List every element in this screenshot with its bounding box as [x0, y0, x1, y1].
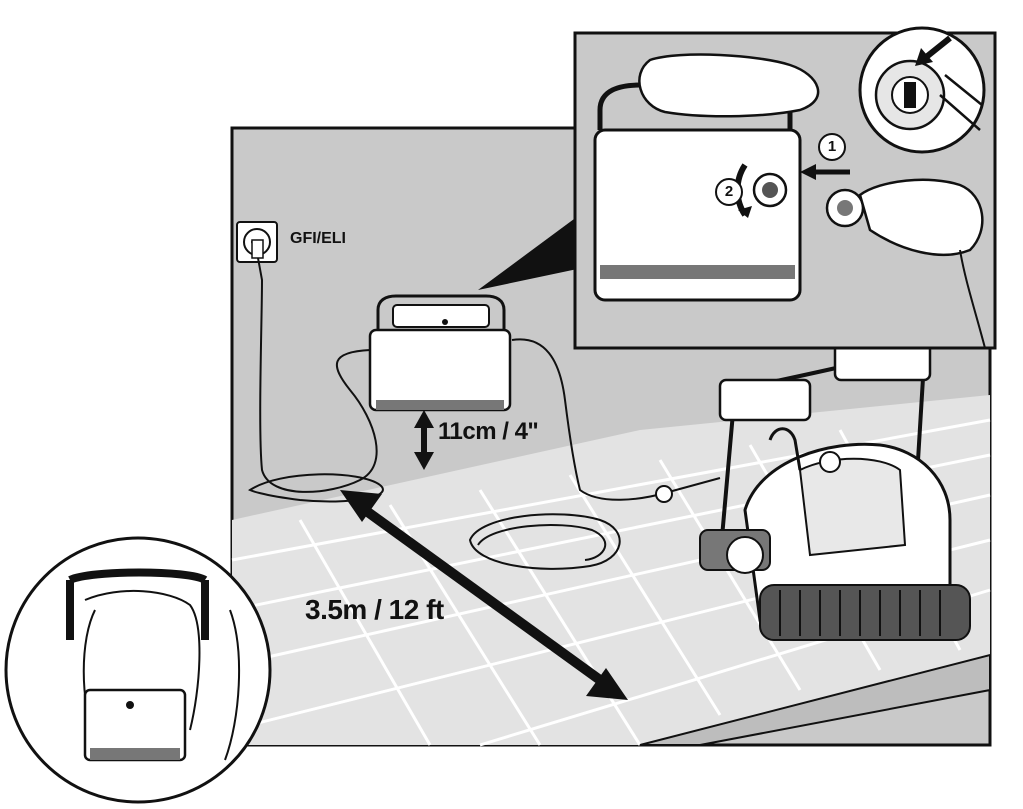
power-cord	[257, 257, 378, 493]
step-2-badge: 2	[715, 178, 743, 206]
height-label: 11cm / 4"	[438, 418, 539, 445]
distance-label: 3.5m / 12 ft	[305, 594, 444, 625]
floating-cable-coil	[468, 513, 621, 570]
outlet-label: GFI/ELI	[290, 230, 346, 247]
floating-cable	[511, 338, 721, 501]
connector-magnifier	[858, 26, 986, 154]
caddy-inset	[4, 536, 272, 804]
double-arrow-vertical-icon	[414, 410, 434, 470]
wall-outlet-icon	[236, 221, 278, 263]
step-1-badge: 1	[818, 133, 846, 161]
pool-edge	[639, 653, 991, 746]
double-arrow-diagonal-icon	[340, 490, 628, 700]
pool-robot	[699, 338, 971, 641]
cable-connector-icon	[655, 485, 673, 503]
power-supply	[368, 294, 512, 412]
